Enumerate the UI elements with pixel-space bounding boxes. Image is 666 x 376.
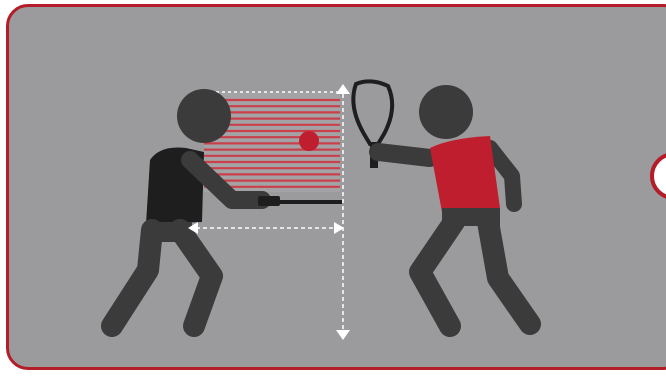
width-arrow (188, 222, 344, 234)
ball-icon (299, 131, 319, 151)
server-figure (378, 85, 530, 326)
